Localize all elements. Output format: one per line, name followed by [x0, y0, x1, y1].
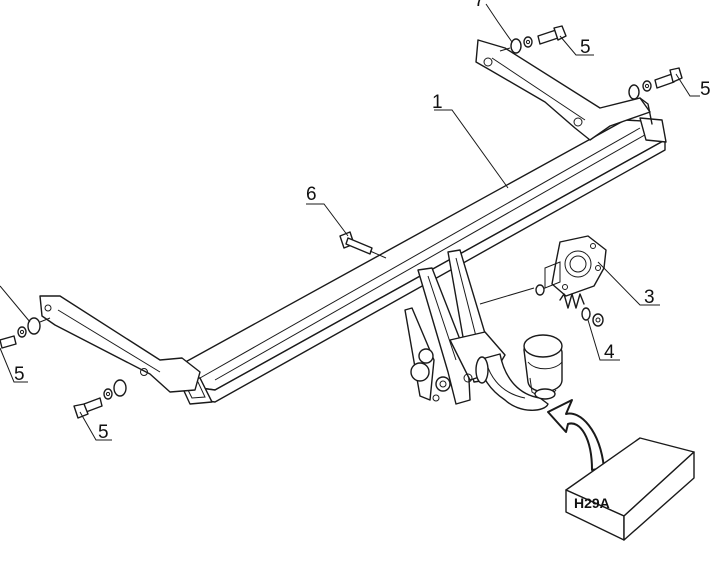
- left-side-bracket: [39, 295, 201, 393]
- spring-washer-set: [479, 284, 604, 327]
- bolt-set-top: [499, 25, 567, 54]
- bolt-set-right: [628, 67, 683, 100]
- bolt-set-left: [0, 317, 51, 349]
- bolt-6: [339, 231, 387, 259]
- callout-5-top: 5: [580, 37, 591, 58]
- callout-3: 3: [644, 287, 655, 308]
- callout-7: 7: [474, 0, 485, 11]
- callout-5-left: 5: [14, 364, 25, 385]
- socket-plate: [544, 235, 607, 297]
- callout-5-right: 5: [700, 79, 711, 100]
- right-side-bracket: [475, 39, 653, 141]
- callout-4: 4: [604, 342, 615, 363]
- callout-6: 6: [306, 184, 317, 205]
- callout-5-bottom: 5: [98, 422, 109, 443]
- kit-code-label: H29A: [574, 495, 610, 511]
- bolt-set-bottom: [73, 379, 127, 419]
- tow-ball: [475, 334, 563, 411]
- callout-1: 1: [432, 92, 443, 113]
- curved-arrow-icon: [547, 399, 605, 471]
- kit-box: H29A: [565, 437, 695, 541]
- leader-lines: [0, 3, 700, 441]
